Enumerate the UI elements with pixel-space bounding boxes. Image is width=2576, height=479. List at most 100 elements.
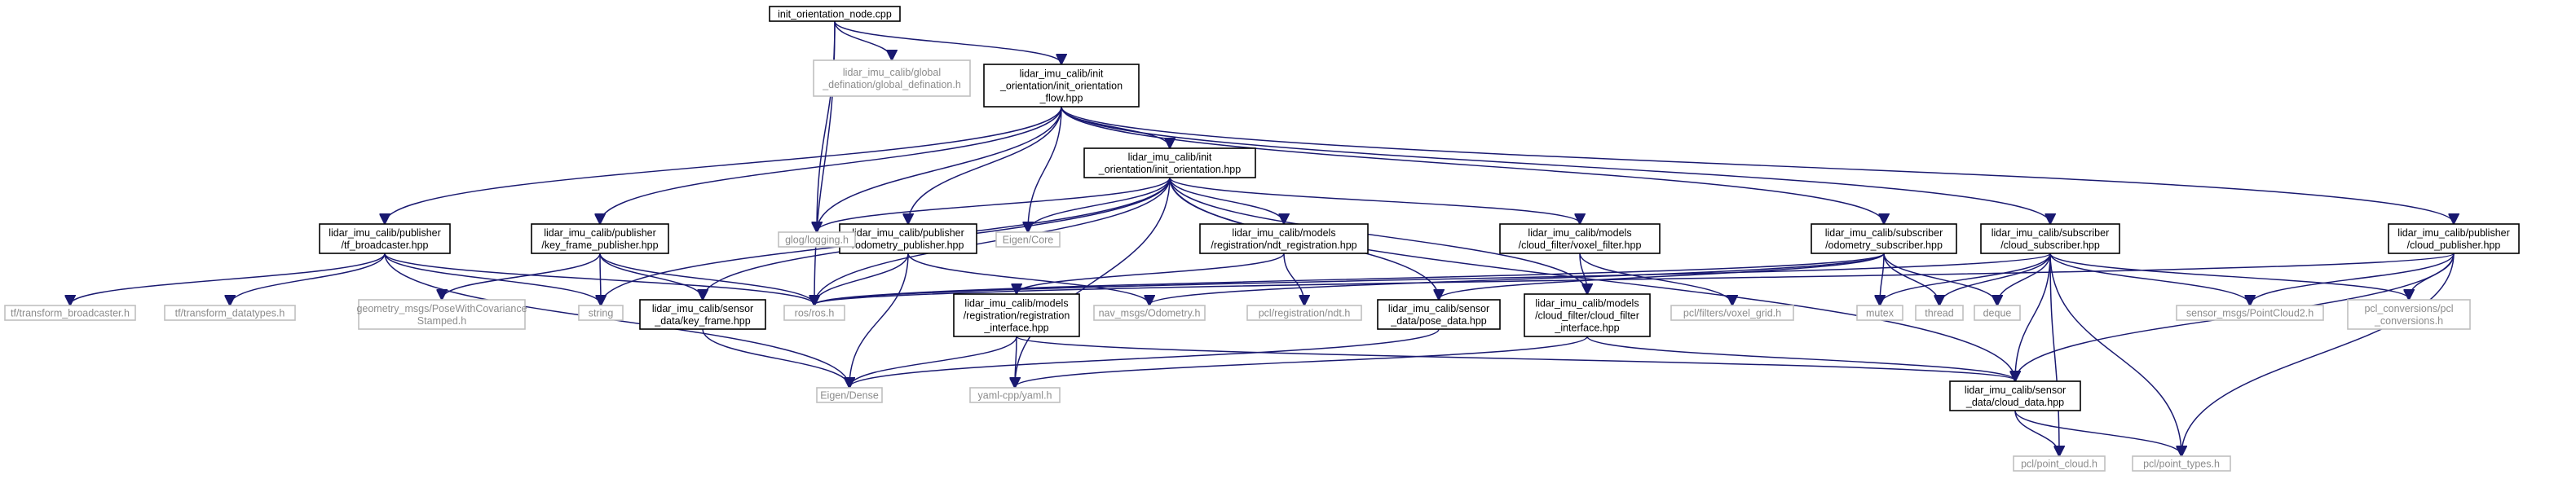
node-box [164,305,296,321]
node-label-line: _interface.hpp [983,322,1048,333]
node-label-line: lidar_imu_calib/models [1535,297,1639,309]
node-geom[interactable]: geometry_msgs/PoseWithCovarianceStamped.… [356,299,527,330]
node-tf-bc-h[interactable]: tf/transform_broadcaster.h [4,305,136,321]
node-box [816,387,883,403]
node-eigen-dense[interactable]: Eigen/Dense [816,387,883,403]
node-thread[interactable]: thread [1915,305,1964,321]
node-box [1670,305,1794,321]
node-label-line: lidar_imu_calib/publisher [329,227,441,239]
node-label-line: tf/transform_broadcaster.h [11,307,130,319]
node-box [983,64,1140,108]
node-label-line: /odometry_publisher.hpp [853,240,964,251]
node-label-line: /registration/registration [964,310,1070,321]
node-voxel[interactable]: lidar_imu_calib/models/cloud_filter/voxe… [1499,223,1661,254]
node-box [1974,305,2021,321]
node-label-line: _conversions.h [2374,315,2443,327]
edge-cloud-pub-to-ros [814,253,2455,305]
edge-init-flow-to-glog [817,106,1062,231]
node-pcl-pc[interactable]: pcl/point_cloud.h [2013,455,2106,472]
node-ndt-reg[interactable]: lidar_imu_calib/models/registration/ndt_… [1199,223,1369,254]
node-box [2347,299,2471,330]
edge-cloud-sub-to-pc2 [2049,253,2250,305]
node-cf-iface[interactable]: lidar_imu_calib/models/cloud_filter/clou… [1524,293,1651,337]
node-key-frame[interactable]: lidar_imu_calib/sensor_data/key_frame.hp… [639,299,766,330]
node-box [531,223,669,254]
node-box [578,305,624,321]
edge-init-orient-to-voxel [1169,177,1580,223]
node-label-line: yaml-cpp/yaml.h [978,389,1052,401]
node-nav[interactable]: nav_msgs/Odometry.h [1093,305,1206,321]
nodes-layer: init_orientation_node.cpp lidar_imu_calib… [4,6,2520,472]
edge-odom-sub-to-ros [814,253,1885,305]
node-label-line: ros/ros.h [795,307,835,319]
node-label-line: geometry_msgs/PoseWithCovariance [356,303,527,314]
node-label-line: /cloud_publisher.hpp [2407,240,2501,251]
node-box [1093,305,1206,321]
edge-ndt-reg-to-pcl-ndt [1283,253,1304,305]
node-label-line: lidar_imu_calib/subscriber [1825,227,1943,239]
node-pcl-voxel[interactable]: pcl/filters/voxel_grid.h [1670,305,1794,321]
node-label-line: Eigen/Dense [820,389,879,401]
node-pcl-pt[interactable]: pcl/point_types.h [2132,455,2231,472]
node-label-line: init_orientation_node.cpp [778,8,892,20]
node-label-line: string [589,307,614,319]
node-init-orient[interactable]: lidar_imu_calib/init_orientation/init_or… [1083,147,1256,178]
edge-init-orient-to-yaml [1015,177,1171,387]
edges-layer [70,20,2455,455]
node-label-line: lidar_imu_calib/init [1020,68,1104,79]
node-box [783,305,845,321]
node-box [1980,223,2120,254]
node-pose-data[interactable]: lidar_imu_calib/sensor_data/pose_data.hp… [1377,299,1501,330]
node-cloud-data[interactable]: lidar_imu_calib/sensor_data/cloud_data.h… [1949,380,2081,411]
node-init-flow[interactable]: lidar_imu_calib/init_orientation/init_or… [983,64,1140,108]
node-tf-bc[interactable]: lidar_imu_calib/publisher/tf_broadcaster… [319,223,451,254]
node-odom-pub[interactable]: lidar_imu_calib/publisher/odometry_publi… [839,223,977,254]
node-label-line: Eigen/Core [1003,234,1054,245]
node-global-def[interactable]: lidar_imu_calib/global_defination/global… [813,59,971,97]
edge-init-orient-to-cloud-data [1169,177,2015,380]
edge-cf-iface-to-cloud-data [1586,336,2015,380]
node-deque[interactable]: deque [1974,305,2021,321]
node-mutex[interactable]: mutex [1856,305,1903,321]
node-label-line: lidar_imu_calib/models [1232,227,1335,239]
node-pcl-ndt[interactable]: pcl/registration/ndt.h [1246,305,1362,321]
node-string[interactable]: string [578,305,624,321]
edge-kf-pub-to-geom [442,253,601,299]
node-cloud-sub[interactable]: lidar_imu_calib/subscriber/cloud_subscri… [1980,223,2120,254]
node-label-line: pcl/point_cloud.h [2021,458,2097,469]
edge-key-frame-to-eigen-dense [702,328,849,387]
node-label-line: nav_msgs/Odometry.h [1099,307,1201,319]
node-odom-sub[interactable]: lidar_imu_calib/subscriber/odometry_subs… [1811,223,1957,254]
node-label-line: pcl_conversions/pcl [2364,303,2453,314]
node-cloud-pub[interactable]: lidar_imu_calib/publisher/cloud_publishe… [2388,223,2520,254]
edge-init-flow-to-odom-pub [908,106,1062,223]
node-yaml[interactable]: yaml-cpp/yaml.h [969,387,1061,403]
edge-init-flow-to-init-orient [1061,106,1170,147]
node-box [1811,223,1957,254]
edge-kf-pub-to-ros [599,253,814,305]
node-kf-pub[interactable]: lidar_imu_calib/publisher/key_frame_publ… [531,223,669,254]
node-eigen-core[interactable]: Eigen/Core [995,231,1061,248]
node-label-line: /tf_broadcaster.hpp [341,240,428,251]
edge-reg-iface-to-eigen-dense [849,336,1017,387]
node-box [1856,305,1903,321]
edge-init-flow-to-cloud-sub [1061,106,2050,223]
node-box [953,293,1080,337]
node-label-line: tf/transform_datatypes.h [175,307,285,319]
node-box [2388,223,2520,254]
edge-root-to-global-def [834,20,892,59]
node-label-line: _data/key_frame.hpp [654,315,750,327]
node-tf-dt[interactable]: tf/transform_datatypes.h [164,305,296,321]
node-pcl-conv[interactable]: pcl_conversions/pcl_conversions.h [2347,299,2471,330]
node-pc2[interactable]: sensor_msgs/PointCloud2.h [2176,305,2324,321]
node-box [1949,380,2081,411]
node-box [1083,147,1256,178]
node-reg-iface[interactable]: lidar_imu_calib/models/registration/regi… [953,293,1080,337]
node-glog[interactable]: glog/logging.h [778,231,856,248]
node-ros[interactable]: ros/ros.h [783,305,845,321]
edge-reg-iface-to-cloud-data [1016,336,2015,380]
node-label-line: lidar_imu_calib/subscriber [1992,227,2110,239]
node-label-line: lidar_imu_calib/publisher [544,227,656,239]
node-box [1377,299,1501,330]
node-label-line: /cloud_subscriber.hpp [2000,240,2100,251]
